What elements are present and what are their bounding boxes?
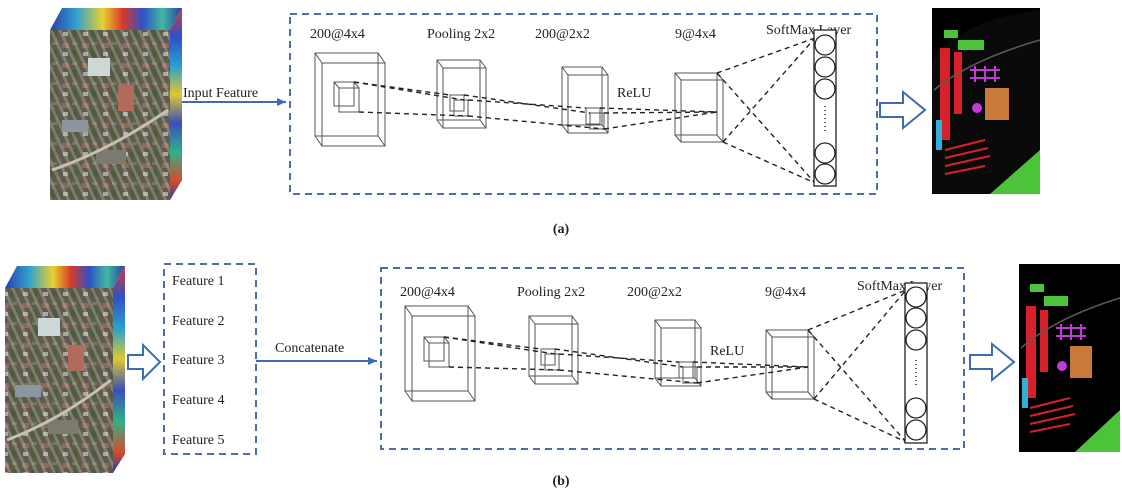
softmax-column: [813, 29, 837, 187]
conv1-block: [314, 52, 386, 147]
conv2-label: 200@2x2: [627, 285, 682, 300]
feature-input-arrow-icon: [127, 342, 162, 382]
classification-map-icon: [1019, 264, 1121, 452]
feature-2-label: Feature 2: [172, 314, 224, 329]
conv1-label: 200@4x4: [400, 285, 455, 300]
relu-label: ReLU: [617, 86, 651, 101]
input-feature-label: Input Feature: [183, 86, 258, 101]
connection-lines: [443, 289, 907, 443]
conv3-block: [765, 329, 815, 400]
features-box: [163, 263, 257, 455]
concatenate-label: Concatenate: [275, 341, 344, 356]
pooling-label: Pooling 2x2: [517, 285, 585, 300]
softmax-label: SoftMax Layer: [857, 279, 942, 294]
conv1-block: [404, 305, 476, 402]
feature-5-label: Feature 5: [172, 433, 224, 448]
pooling-block: [528, 315, 579, 385]
conv2-label: 200@2x2: [535, 27, 590, 42]
caption-a: (a): [553, 222, 570, 237]
hyperspectral-cube-icon: [5, 266, 125, 473]
hyperspectral-cube-icon: [50, 8, 182, 200]
conv3-block: [674, 72, 724, 143]
pooling-label: Pooling 2x2: [427, 27, 495, 42]
relu-label: ReLU: [710, 344, 744, 359]
panel-b: Feature 1 Feature 2 Feature 3 Feature 4 …: [5, 263, 1121, 489]
connection-lines: [353, 37, 816, 184]
caption-b: (b): [552, 474, 569, 489]
panel-a: Input Feature 200@4x4 Pooling 2x2 200@2x…: [50, 8, 1041, 237]
output-arrow-icon: [969, 341, 1016, 383]
feature-4-label: Feature 4: [172, 393, 224, 408]
feature-1-label: Feature 1: [172, 274, 224, 289]
softmax-column: [904, 282, 928, 444]
network-box: [380, 267, 965, 450]
conv2-block: [561, 66, 609, 134]
softmax-label: SoftMax Layer: [766, 23, 851, 38]
classification-map-icon: [932, 8, 1041, 194]
conv2-block: [654, 319, 702, 387]
output-arrow-icon: [879, 89, 927, 131]
conv3-label: 9@4x4: [675, 27, 716, 42]
conv3-label: 9@4x4: [765, 285, 806, 300]
network-box: [289, 13, 878, 195]
feature-3-label: Feature 3: [172, 353, 224, 368]
conv1-label: 200@4x4: [310, 27, 365, 42]
